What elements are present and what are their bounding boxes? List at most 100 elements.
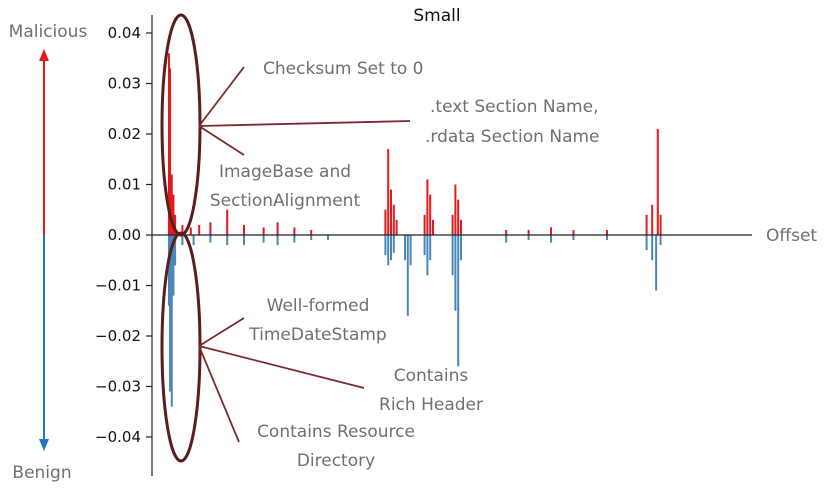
- y-tick-label: −0.02: [95, 327, 141, 345]
- checksum-pointer: [198, 66, 245, 127]
- malicious-bar: [174, 214, 177, 235]
- malicious-bar: [645, 214, 648, 235]
- timedatestamp-pointer: [198, 317, 245, 347]
- malicious-bar: [505, 229, 508, 235]
- malicious-bar: [310, 229, 313, 235]
- rich-header-annotation-line1: Contains: [394, 366, 469, 386]
- malicious-bar: [651, 204, 654, 235]
- malicious-bar: [243, 224, 245, 235]
- header-top-ellipse: [160, 13, 202, 237]
- benign-bar: [645, 235, 648, 251]
- benign-bar: [209, 235, 212, 243]
- benign-arrow-head: [39, 439, 49, 451]
- rich-header-annotation-line2: Rich Header: [379, 395, 483, 415]
- y-tick-label: 0.04: [108, 24, 141, 42]
- benign-bar: [192, 235, 195, 246]
- chart-title: Small: [413, 6, 460, 26]
- malicious-bar: [198, 224, 201, 235]
- benign-bar: [426, 235, 429, 276]
- benign-bar: [406, 235, 409, 316]
- malicious-bar: [172, 194, 175, 235]
- malicious-bar: [384, 209, 387, 235]
- malicious-bar: [423, 214, 426, 235]
- malicious-bar: [392, 204, 395, 235]
- benign-bar: [460, 235, 462, 261]
- x-axis-label: Offset: [766, 226, 817, 246]
- benign-bar: [310, 235, 313, 241]
- benign-bar: [505, 235, 508, 243]
- benign-bar: [409, 235, 412, 266]
- text-section-annotation-line2: .rdata Section Name: [425, 127, 600, 147]
- benign-bar: [429, 235, 432, 261]
- benign-bar: [527, 235, 530, 241]
- y-tick-label: −0.03: [95, 378, 141, 396]
- malicious-bar: [451, 214, 454, 235]
- malicious-bar: [293, 227, 296, 235]
- malicious-bar: [572, 229, 575, 235]
- benign-bar: [181, 235, 184, 246]
- resource-dir-pointer: [198, 345, 240, 443]
- benign-bar: [243, 235, 245, 246]
- benign-bar: [172, 235, 175, 296]
- benign-bar: [550, 235, 552, 243]
- benign-bar: [404, 235, 406, 261]
- malicious-bar: [432, 219, 434, 235]
- malicious-bar: [226, 209, 229, 235]
- benign-bar: [174, 235, 177, 266]
- malicious-bar: [181, 224, 184, 235]
- benign-bar: [655, 235, 658, 291]
- benign-bar: [169, 235, 172, 392]
- benign-label: Benign: [12, 463, 71, 483]
- benign-series: [167, 235, 662, 407]
- malicious-series: [167, 53, 662, 236]
- benign-bar: [457, 235, 460, 367]
- malicious-bar: [395, 219, 398, 235]
- benign-bar: [392, 235, 395, 253]
- benign-bar: [170, 235, 173, 407]
- malicious-bar: [550, 227, 552, 235]
- benign-bar: [451, 235, 454, 276]
- y-ticks: 0.040.030.020.010.00−0.01−0.02−0.03−0.04: [95, 24, 152, 446]
- malicious-bar: [390, 189, 392, 235]
- malicious-label: Malicious: [9, 22, 88, 42]
- benign-bar: [384, 235, 387, 256]
- benign-bar: [293, 235, 296, 243]
- y-tick-label: −0.04: [95, 428, 141, 446]
- malicious-bar: [460, 219, 462, 235]
- imagebase-pointer: [198, 125, 245, 156]
- malicious-bar: [262, 227, 265, 235]
- benign-bar: [606, 235, 608, 241]
- imagebase-annotation-line2: SectionAlignment: [210, 191, 361, 211]
- benign-bar: [226, 235, 229, 246]
- benign-bar: [262, 235, 265, 243]
- imagebase-annotation-line1: ImageBase and: [219, 162, 351, 182]
- y-tick-label: −0.01: [95, 277, 141, 295]
- y-tick-label: 0.01: [108, 176, 141, 194]
- benign-bar: [572, 235, 575, 241]
- malicious-bar: [387, 149, 390, 235]
- malicious-bar: [167, 53, 170, 236]
- malicious-bar: [209, 222, 212, 235]
- benign-bar: [276, 235, 279, 246]
- malicious-bar: [527, 229, 530, 235]
- timedatestamp-annotation-line1: Well-formed: [267, 296, 370, 316]
- benign-bar: [659, 235, 662, 246]
- rich-header-pointer: [198, 345, 365, 389]
- malicious-bar: [170, 174, 173, 235]
- y-tick-label: 0.03: [108, 75, 141, 93]
- malicious-bar: [189, 227, 192, 235]
- text-section-pointer: [198, 120, 411, 127]
- checksum-annotation: Checksum Set to 0: [263, 59, 424, 79]
- malicious-bar: [426, 179, 429, 235]
- header-bottom-ellipse: [160, 231, 202, 463]
- benign-bar: [651, 235, 654, 261]
- text-section-annotation-line1: .text Section Name,: [430, 97, 598, 117]
- malicious-bar: [429, 194, 432, 235]
- benign-bar: [423, 235, 426, 256]
- y-tick-label: 0.00: [108, 226, 141, 244]
- benign-bar: [387, 235, 390, 266]
- malicious-arrow-head: [39, 49, 49, 61]
- malicious-bar: [454, 184, 457, 235]
- annotation-lines: [198, 66, 411, 443]
